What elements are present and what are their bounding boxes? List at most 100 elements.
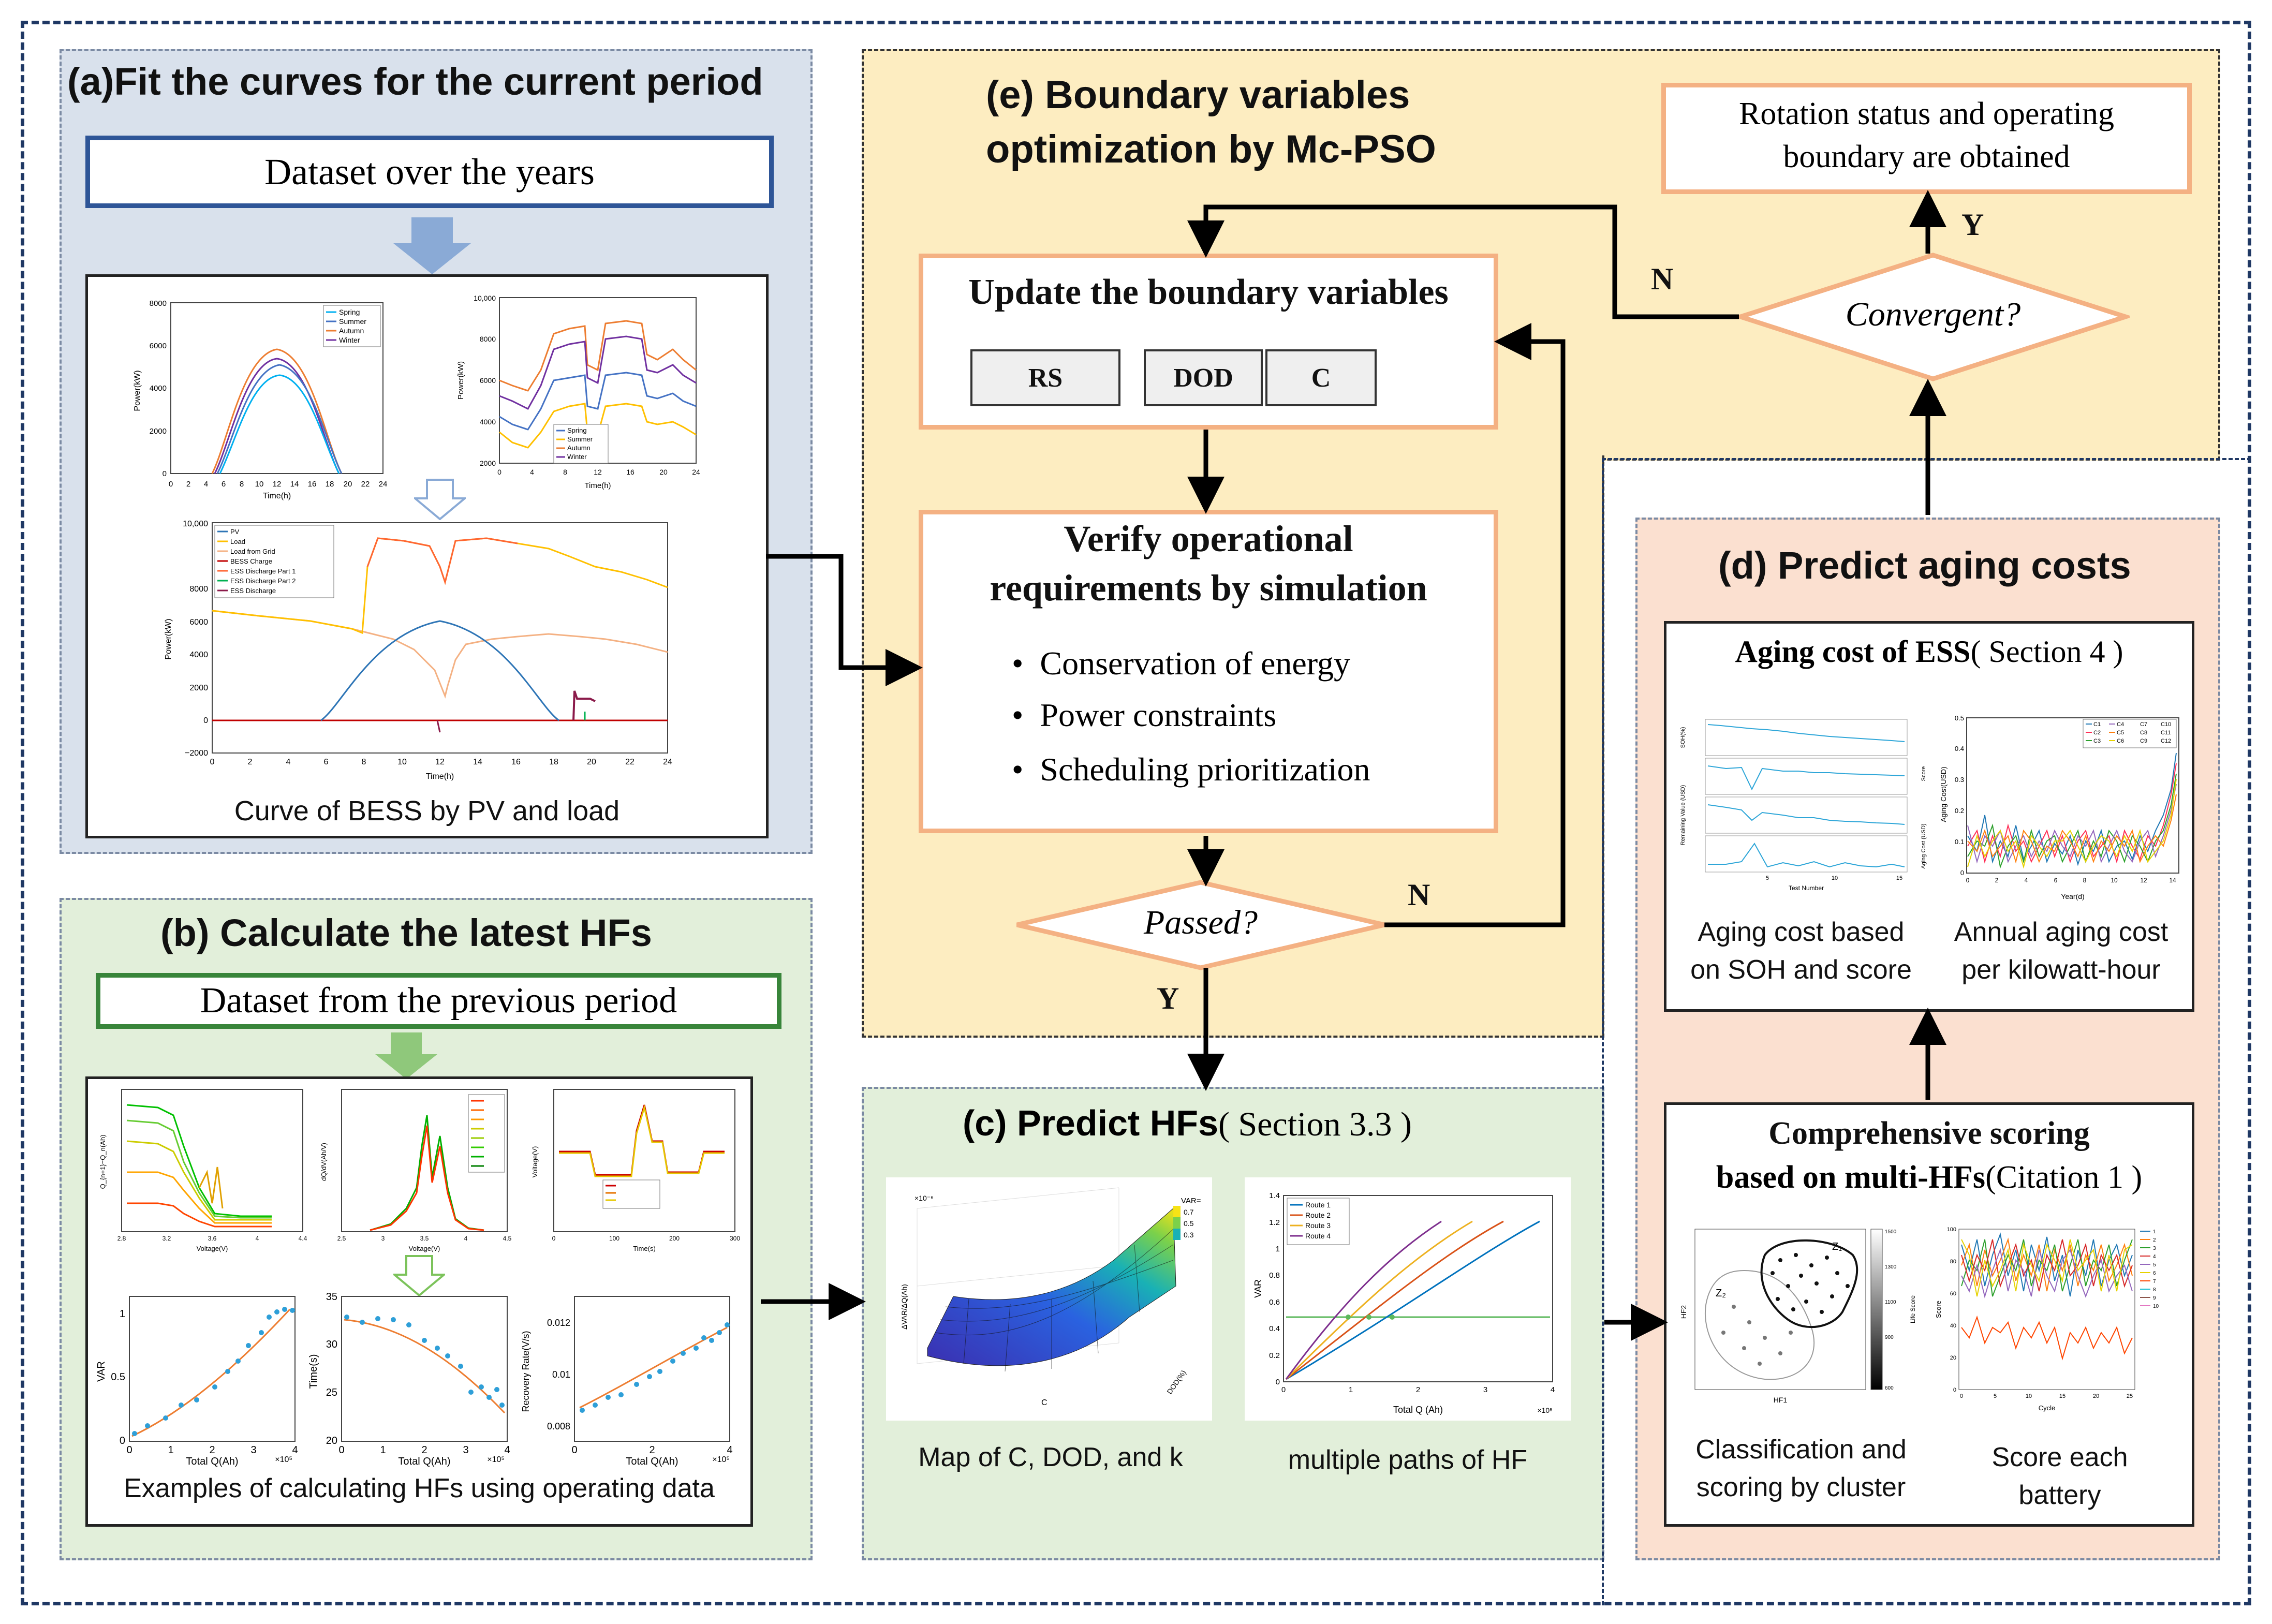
- panel-c-title: (c) Predict HFs( Section 3.3 ): [963, 1102, 1412, 1144]
- panel-a-title: (a)Fit the curves for the current period: [67, 60, 763, 103]
- time-q-xtick: 3: [463, 1444, 468, 1456]
- aging-caption-2-line2: per kilowatt-hour: [1961, 954, 2161, 985]
- pv-season-ylabel: Power(kW): [133, 370, 142, 411]
- voltage-time-xtick: 100: [609, 1235, 619, 1242]
- var-q-ytick: 1: [120, 1308, 125, 1320]
- dataset-previous-box: Dataset from the previous period: [96, 973, 781, 1029]
- scoring-caption-1-line2: scoring by cluster: [1696, 1472, 1906, 1502]
- dqdv-xtick: 2.5: [337, 1235, 346, 1242]
- score-legend-item: 8: [2153, 1287, 2156, 1293]
- pv-season-xtick: 20: [344, 480, 352, 489]
- recovery-q-xlabel: Total Q(Ah): [626, 1456, 678, 1467]
- load-season-ytick: 6000: [480, 376, 496, 385]
- bullet-text: Conservation of energy: [1040, 645, 1350, 682]
- bess-curve-xtick: 0: [210, 758, 215, 766]
- soh-score-plot: SOH(%) Remaining Value (USD) Aging Cost …: [1669, 712, 1933, 898]
- score-ylabel: Score: [1935, 1301, 1942, 1318]
- annual-xtick: 8: [2083, 877, 2087, 884]
- load-season-xtick: 16: [626, 468, 635, 476]
- verify-bullet-1: • Conservation of energy: [1012, 645, 1350, 682]
- recovery-q-xtick: 0: [571, 1444, 577, 1456]
- soh-xtick: 10: [1832, 875, 1838, 881]
- annual-xtick: 4: [2025, 877, 2028, 884]
- score-ytick: 60: [1950, 1291, 1956, 1297]
- var-q-xtick: 1: [168, 1444, 173, 1456]
- cluster-colorbar-tick: 1300: [1885, 1264, 1897, 1270]
- recovery-q-ylabel: Recovery Rate(V/s): [521, 1331, 531, 1412]
- ica-xtick: 2.8: [117, 1235, 126, 1242]
- bullet-text: Scheduling prioritization: [1040, 751, 1370, 788]
- recovery-q-ytick: 0.01: [552, 1369, 570, 1380]
- load-season-xtick: 4: [530, 468, 534, 476]
- cluster-label-z2: Z₂: [1716, 1288, 1726, 1299]
- panel-a-caption: Curve of BESS by PV and load: [234, 795, 620, 826]
- load-season-xtick: 0: [497, 468, 501, 476]
- label-y-passed: Y: [1157, 981, 1179, 1015]
- ica-ylabel: Q_{n+1}−Q_n(Ah): [99, 1135, 107, 1189]
- pv-season-xtick: 10: [255, 480, 264, 489]
- load-season-ytick: 10,000: [474, 294, 496, 302]
- score-legend-item: 1: [2153, 1229, 2156, 1235]
- hf-paths-ylabel: VAR: [1253, 1279, 1263, 1298]
- score-xtick: 10: [2026, 1393, 2032, 1399]
- cluster-colorbar-tick: 900: [1885, 1335, 1894, 1340]
- hf-paths-ytick: 1.4: [1269, 1191, 1280, 1200]
- score-ytick: 100: [1947, 1227, 1956, 1233]
- annual-legend: C4: [2117, 721, 2124, 728]
- panel-b-caption: Examples of calculating HFs using operat…: [124, 1473, 715, 1503]
- panel-c-title-bold: (c) Predict HFs: [963, 1103, 1218, 1143]
- hf-paths-plot: VAR Total Q (Ah) ×10⁵ 0 0.2 0.4 0.6 0.8 …: [1245, 1177, 1571, 1421]
- bess-curve-ylabel: Power(kW): [164, 618, 173, 659]
- panel-d-title: (d) Predict aging costs: [1718, 544, 2131, 587]
- aging-caption-1: Aging cost based on SOH and score: [1669, 913, 1933, 989]
- hf-paths-legend: Route 2: [1305, 1211, 1331, 1219]
- dqdv-xtick: 4.5: [503, 1235, 512, 1242]
- bess-curve-legend: ESS Discharge Part 2: [230, 577, 296, 585]
- score-legend-item: 2: [2153, 1237, 2156, 1243]
- load-season-ytick: 4000: [480, 418, 496, 426]
- time-q-ytick: 30: [326, 1339, 337, 1350]
- var-q-ytick: 0.5: [111, 1371, 125, 1383]
- scoring-title-bold: based on multi-HFs: [1716, 1160, 1986, 1195]
- cluster-colorbar-tick: 1500: [1885, 1229, 1897, 1235]
- pv-season-xtick: 12: [273, 480, 282, 489]
- dod-variable: DOD: [1144, 349, 1263, 406]
- bess-curve-xtick: 6: [324, 758, 329, 766]
- voltage-time-xtick: 300: [730, 1235, 740, 1242]
- bess-curve-ytick: 4000: [189, 651, 208, 659]
- aging-caption-2: Annual aging cost per kilowatt-hour: [1933, 913, 2189, 989]
- annual-xtick: 12: [2140, 877, 2147, 884]
- annual-legend: C11: [2161, 730, 2171, 736]
- annual-ytick: 0: [1960, 869, 1964, 877]
- soh-ylabel: SOH(%): [1680, 727, 1686, 748]
- annual-ytick: 0.2: [1955, 807, 1964, 815]
- bess-curve-legend: PV: [230, 528, 240, 536]
- annual-ytick: 0.3: [1955, 776, 1964, 784]
- pv-season-xtick: 16: [308, 480, 317, 489]
- var-q-ylabel: VAR: [96, 1361, 107, 1382]
- voltage-time-xlabel: Time(s): [633, 1245, 656, 1252]
- time-q-ytick: 20: [326, 1435, 337, 1446]
- load-season-legend: Summer: [567, 435, 593, 443]
- bess-curve-legend: Load: [230, 538, 245, 545]
- annual-ytick: 0.1: [1955, 838, 1964, 846]
- update-boundary-title: Update the boundary variables: [968, 272, 1449, 312]
- pv-season-legend: Winter: [339, 336, 360, 344]
- recovery-q-ytick: 0.008: [547, 1421, 570, 1431]
- bess-curve-xtick: 20: [587, 758, 596, 766]
- dqdv-xtick: 3.5: [420, 1235, 429, 1242]
- load-season-ylabel: Power(kW): [456, 361, 465, 400]
- hf-paths-ytick: 1: [1276, 1245, 1280, 1253]
- panel-e-lower-fill: [864, 450, 1602, 461]
- score-ytick: 0: [1953, 1387, 1956, 1393]
- dqdv-xlabel: Voltage(V): [409, 1245, 440, 1252]
- load-season-xtick: 8: [563, 468, 567, 476]
- surface-colorbar-label: 0.7: [1184, 1208, 1194, 1216]
- surface-exp: ×10⁻⁶: [914, 1194, 934, 1202]
- hf-paths-ytick: 0.6: [1269, 1298, 1280, 1307]
- result-box: [1661, 83, 2192, 194]
- hf-paths-xtick: 4: [1551, 1385, 1555, 1394]
- annual-legend: C1: [2093, 721, 2101, 728]
- bess-curve-xtick: 22: [625, 758, 635, 766]
- bess-curve-ytick: 0: [203, 716, 208, 725]
